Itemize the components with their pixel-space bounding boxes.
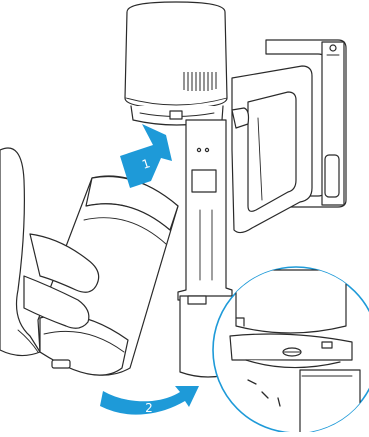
handle (232, 40, 346, 233)
motor-cylinder (125, 2, 227, 125)
step-2-arrow: 2 (100, 386, 199, 415)
step-2-label: 2 (145, 401, 153, 415)
step-1-arrow: 1 (120, 124, 172, 188)
detail-callout (213, 267, 369, 432)
